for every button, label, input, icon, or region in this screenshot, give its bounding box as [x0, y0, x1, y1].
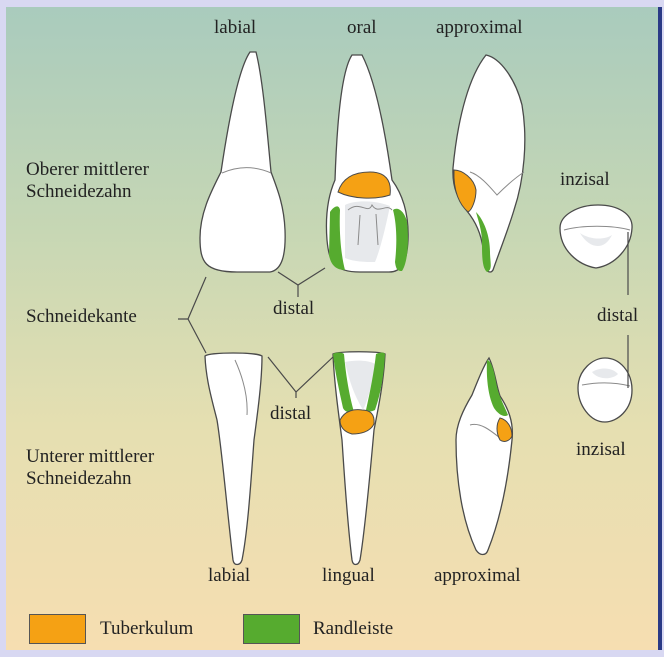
lower-tooth-title-line1: Unterer mittlerer: [26, 446, 154, 468]
upper-incisal-tooth: [560, 205, 632, 268]
legend-label-marginal-ridge: Randleiste: [313, 618, 393, 640]
view-label-approximal-bottom: approximal: [434, 565, 521, 587]
lower-incisal-label: inzisal: [576, 439, 626, 461]
view-label-lingual: lingual: [322, 565, 375, 587]
upper-oral-tooth: [326, 55, 408, 272]
legend-label-tuberculum: Tuberkulum: [100, 618, 193, 640]
upper-tooth-title-line1: Oberer mittlerer: [26, 159, 149, 181]
view-label-labial-bottom: labial: [208, 565, 250, 587]
legend-swatch-marginal-ridge: [243, 614, 300, 644]
lower-lingual-tooth: [333, 352, 385, 565]
lower-lingual-tuberculum: [340, 410, 374, 434]
upper-approximal-tooth: [453, 55, 525, 272]
view-label-oral: oral: [347, 17, 377, 39]
incisal-edge-label: Schneidekante: [26, 306, 137, 328]
lower-labial-tooth: [205, 353, 262, 565]
legend-swatch-tuberculum: [29, 614, 86, 644]
lower-approximal-tooth: [456, 358, 512, 555]
distal-label-upper: distal: [273, 298, 314, 320]
lower-incisal-tooth: [578, 358, 632, 422]
view-label-approximal-top: approximal: [436, 17, 523, 39]
upper-labial-tooth: [200, 52, 285, 272]
upper-incisal-label: inzisal: [560, 169, 610, 191]
distal-label-right: distal: [597, 305, 638, 327]
view-label-labial-top: labial: [214, 17, 256, 39]
distal-label-lower: distal: [270, 403, 311, 425]
lower-tooth-title-line2: Schneidezahn: [26, 468, 132, 490]
upper-tooth-title-line2: Schneidezahn: [26, 181, 132, 203]
